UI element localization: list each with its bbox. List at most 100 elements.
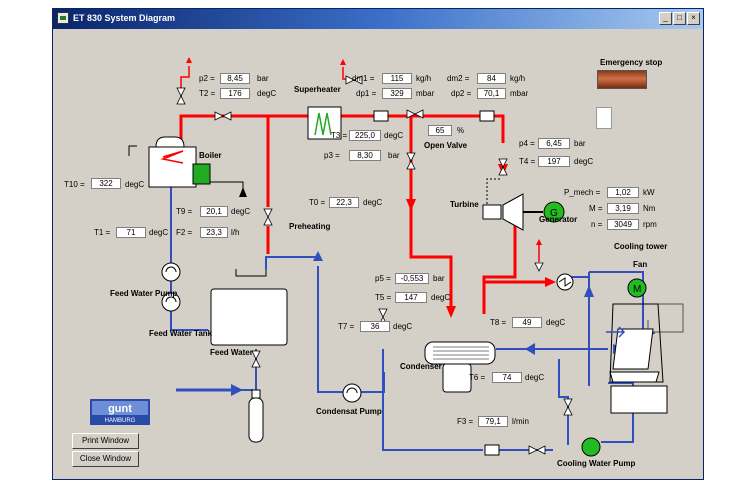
feed-water-pump-2 (161, 292, 181, 312)
condenser-label: Condenser (400, 362, 442, 371)
T0-label: T0 = (309, 198, 326, 207)
M-value: 3,19 (607, 203, 639, 214)
gunt-logo: gunt HAMBURG (90, 399, 150, 425)
steam-lines (179, 114, 553, 314)
dm2-value: 84 (477, 73, 506, 84)
p3-unit: bar (388, 151, 400, 160)
T4-unit: degC (574, 157, 594, 166)
T9-label: T9 = (176, 207, 193, 216)
T4-value: 197 (538, 156, 570, 167)
T6-value: 74 (492, 372, 522, 383)
superheater-label: Superheater (294, 85, 341, 94)
F3-value: 79,1 (478, 416, 508, 427)
dp2-label: dp2 = (451, 89, 472, 98)
T7-value: 36 (360, 321, 390, 332)
T9-value: 20,1 (200, 206, 228, 217)
flow-sensor-1 (373, 110, 389, 122)
P_mech-label: P_mech = (564, 188, 601, 197)
condensat-pump-label: Condensat Pump (316, 407, 382, 416)
feed-water-tank (210, 288, 288, 346)
p5-label: p5 = (375, 274, 391, 283)
F2-label: F2 = (176, 228, 193, 237)
valve-opening-value[interactable]: 65 (428, 125, 452, 136)
P_mech-value: 1,02 (607, 187, 639, 198)
fan-label: Fan (633, 260, 648, 269)
T8-value: 49 (512, 317, 542, 328)
T7-label: T7 = (338, 322, 355, 331)
T10-unit: degC (125, 180, 145, 189)
maximize-button[interactable]: □ (673, 12, 686, 25)
T10-label: T10 = (64, 180, 85, 189)
feed-water-pump-label: Feed Water Pump (110, 289, 178, 298)
M-label: M = (589, 204, 603, 213)
close-window-button[interactable]: Close Window (72, 451, 139, 467)
diagram-window: ET 830 System Diagram _ □ × (52, 8, 704, 480)
valve-opening-unit: % (457, 126, 465, 135)
T4-label: T4 = (519, 157, 536, 166)
boiler-label: Boiler (199, 151, 222, 160)
F3-unit: l/min (512, 417, 529, 426)
p4-unit: bar (574, 139, 586, 148)
minimize-button[interactable]: _ (659, 12, 672, 25)
cooling-water-pump (581, 437, 601, 457)
F3-label: F3 = (457, 417, 474, 426)
T7-unit: degC (393, 322, 413, 331)
logo-bottom: HAMBURG (105, 418, 136, 424)
T3-label: T3 = (331, 131, 348, 140)
T1-label: T1 = (94, 228, 111, 237)
flow-sensor-3 (484, 444, 500, 456)
dm2-label: dm2 = (447, 74, 470, 83)
p5-unit: bar (433, 274, 445, 283)
gas-bottle (248, 397, 264, 443)
feed-water-pump-1 (161, 262, 181, 282)
fan-motor (627, 278, 647, 298)
feed-water-tank-label: Feed Water Tank (149, 329, 213, 338)
dm1-unit: kg/h (416, 74, 432, 83)
p3-label: p3 = (324, 151, 340, 160)
T0-unit: degC (363, 198, 383, 207)
cooling-tower (606, 303, 668, 414)
flow-sensor-2 (479, 110, 495, 122)
T0-value: 22,3 (329, 197, 359, 208)
T1-unit: degC (149, 228, 169, 237)
P_mech-unit: kW (643, 188, 655, 197)
dp2-unit: mbar (510, 89, 529, 98)
p4-value: 6,45 (538, 138, 570, 149)
generator-symbol: G (550, 208, 558, 219)
T6-unit: degC (525, 373, 545, 382)
app-icon (57, 12, 69, 24)
print-window-button[interactable]: Print Window (72, 433, 139, 449)
p3-value: 8,30 (349, 150, 381, 161)
T1-value: 71 (116, 227, 146, 238)
T5-unit: degC (431, 293, 451, 302)
feed-water-label: Feed Water (210, 348, 253, 357)
logo-top: gunt (108, 403, 132, 415)
generator (543, 201, 565, 223)
dp1-label: dp1 = (356, 89, 377, 98)
title-bar[interactable]: ET 830 System Diagram _ □ × (53, 9, 703, 29)
fan-symbol: M (633, 284, 641, 295)
dp1-unit: mbar (416, 89, 435, 98)
dp2-value: 70,1 (477, 88, 506, 99)
emergency-stop-button[interactable] (597, 70, 647, 89)
dm1-value: 115 (382, 73, 412, 84)
turbine (482, 193, 543, 231)
n-value: 3049 (607, 219, 639, 230)
generator-label: Generator (539, 215, 578, 224)
M-unit: Nm (643, 204, 656, 213)
status-indicator (596, 107, 612, 129)
cooling-water-pump-label: Cooling Water Pump (557, 459, 636, 468)
T3-unit: degC (384, 131, 404, 140)
dp1-value: 329 (382, 88, 412, 99)
close-window-icon[interactable]: × (687, 12, 700, 25)
T2-label: T2 = (199, 89, 216, 98)
T5-value: 147 (395, 292, 427, 303)
T9-unit: degC (231, 207, 251, 216)
T8-unit: degC (546, 318, 566, 327)
open-valve-label: Open Valve (424, 141, 468, 150)
T8-label: T8 = (490, 318, 507, 327)
condensat-pump (342, 383, 362, 403)
condenser (424, 341, 496, 393)
p2-unit: bar (257, 74, 269, 83)
steam-arrows (406, 164, 556, 318)
